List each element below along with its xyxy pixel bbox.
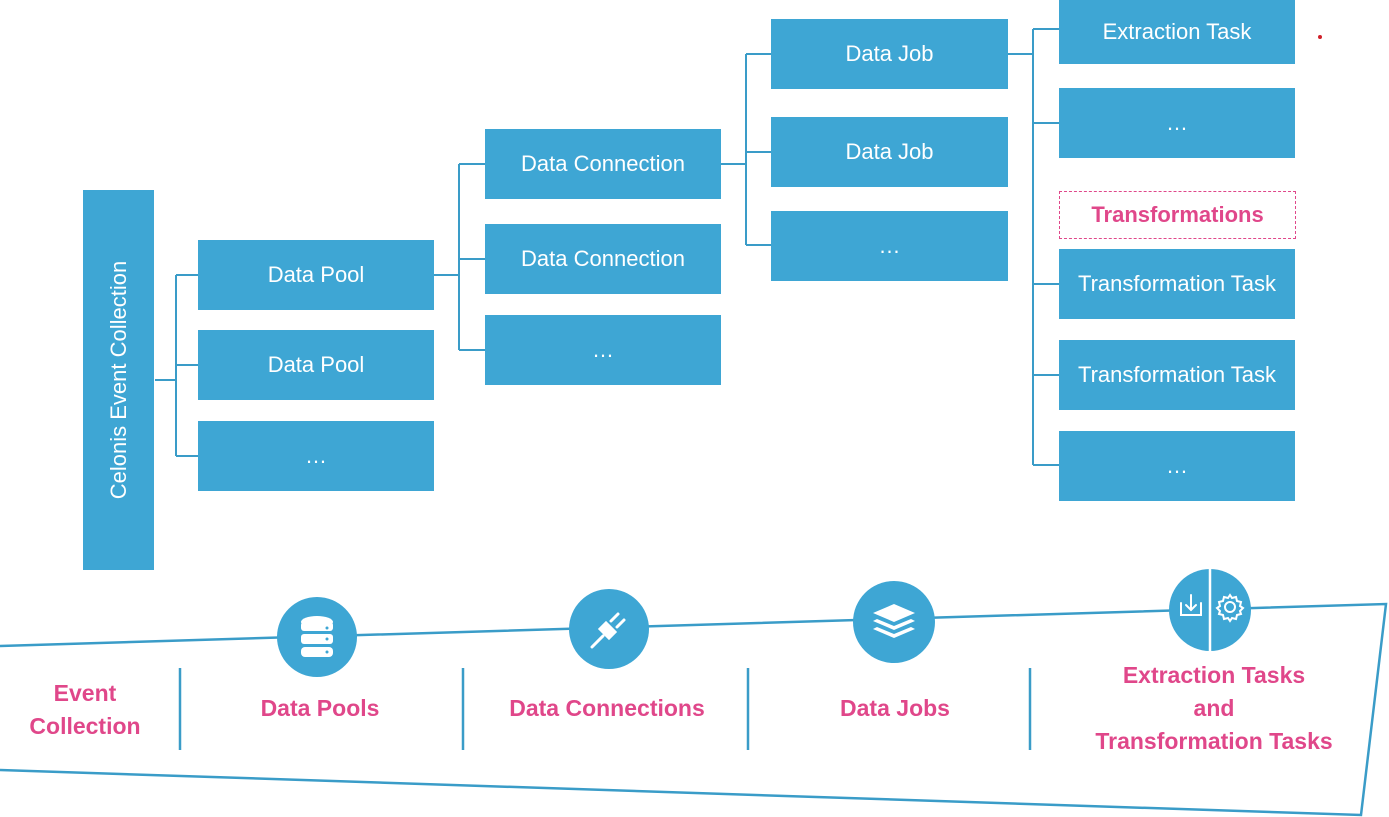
connection-box-2: Data Connection (485, 224, 721, 294)
layers-icon (853, 581, 935, 663)
legend-data-pools: Data Pools (260, 695, 380, 721)
legend-data-jobs: Data Jobs (840, 695, 950, 721)
extraction-task-box-2: … (1059, 88, 1295, 158)
extraction-task-box-1: Extraction Task (1059, 0, 1295, 64)
database-icon (277, 597, 357, 677)
legend-event-line-1: Event (53, 680, 117, 706)
job-box-2: Data Job (771, 117, 1008, 187)
root-label: Celonis Event Collection (105, 260, 131, 500)
legend-tasks-line-2: and (1193, 695, 1235, 721)
pool-box-3: … (198, 421, 434, 491)
gear-icon (1215, 593, 1245, 623)
transformation-task-box-1: Transformation Task (1059, 249, 1295, 319)
connection-box-1: Data Connection (485, 129, 721, 199)
legend-data-connections: Data Connections (509, 695, 705, 721)
legend-tasks-line-3: Transformation Tasks (1095, 728, 1333, 754)
transformation-task-box-3: … (1059, 431, 1295, 501)
pool-box-1: Data Pool (198, 240, 434, 310)
legend-event-collection: Event Collection (10, 677, 160, 743)
plug-icon (569, 589, 649, 669)
legend-tasks: Extraction Tasks and Transformation Task… (1064, 659, 1364, 758)
pool-box-2: Data Pool (198, 330, 434, 400)
transformation-task-box-2: Transformation Task (1059, 340, 1295, 410)
legend-tasks-line-1: Extraction Tasks (1122, 662, 1306, 688)
red-dot (1318, 35, 1322, 39)
transformations-label: Transformations (1059, 191, 1296, 239)
connection-box-3: … (485, 315, 721, 385)
tasks-icon (1169, 569, 1251, 651)
legend-event-line-2: Collection (29, 713, 141, 739)
job-box-3: … (771, 211, 1008, 281)
job-box-1: Data Job (771, 19, 1008, 89)
download-icon (1180, 594, 1202, 616)
root-node: Celonis Event Collection (83, 190, 154, 570)
